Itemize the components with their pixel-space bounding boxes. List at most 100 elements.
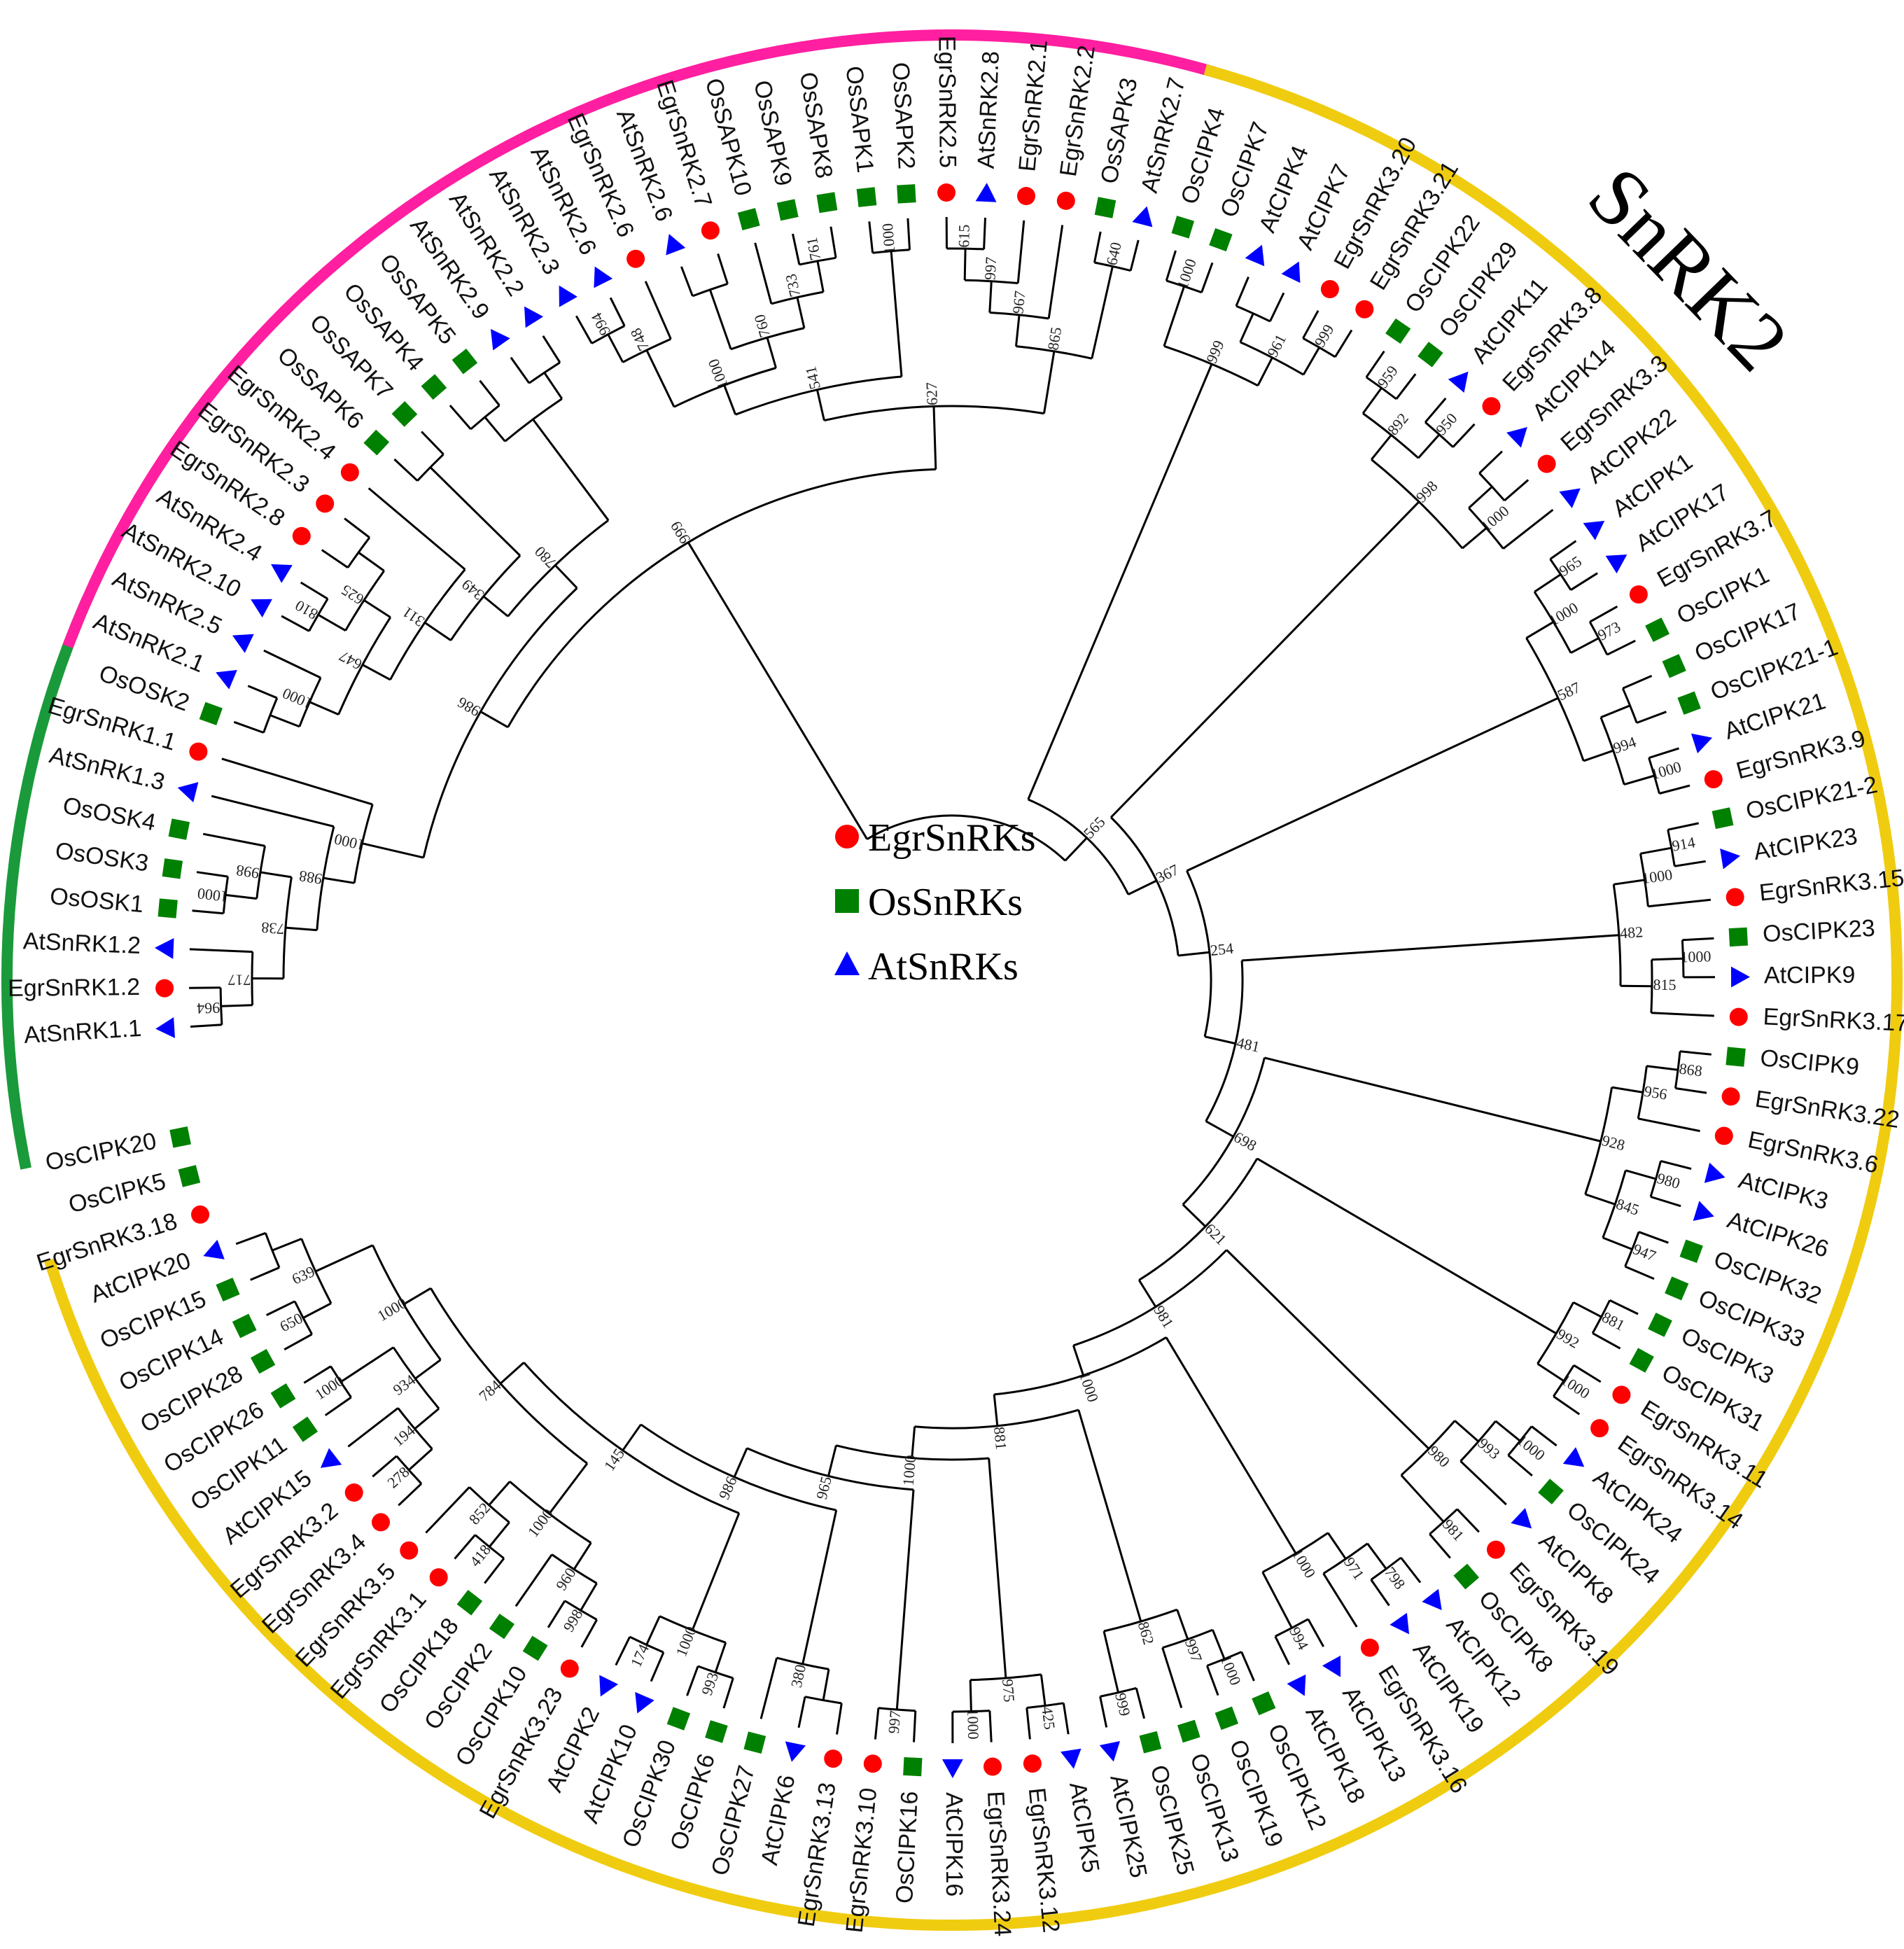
clade-label-snrk1: SnRK1 (793, 0, 1040, 14)
branch-line (1573, 1301, 1602, 1318)
branch-arc (1103, 1608, 1178, 1633)
branch-line (225, 893, 257, 900)
branch-line (1504, 479, 1530, 502)
triangle-marker-icon (666, 234, 686, 256)
branch-arc (1072, 1249, 1228, 1347)
branch-line (802, 1509, 838, 1665)
leaf-label: OsSAPK8 (794, 70, 838, 180)
branch-line (425, 1486, 470, 1534)
branch-line (499, 1362, 525, 1385)
branch-line (449, 405, 472, 430)
triangle-marker-icon (785, 1741, 806, 1762)
branch-line (479, 711, 509, 729)
circle-marker-icon (1714, 1126, 1733, 1145)
branch-line (324, 1396, 352, 1416)
square-marker-icon (1177, 1719, 1200, 1743)
branch-line (830, 226, 837, 258)
branch-arc (1612, 884, 1622, 986)
branch-line (1667, 822, 1700, 831)
branch-line (1570, 637, 1600, 654)
branch-line (284, 1333, 313, 1351)
branch-line (1043, 351, 1056, 414)
branch-arc (1549, 558, 1572, 591)
legend-label-egr: EgrSnRKs (868, 816, 1036, 860)
branch-line (407, 1448, 433, 1472)
branch-line (192, 909, 224, 915)
branch-line (1370, 1579, 1390, 1607)
branch-line (303, 1365, 332, 1384)
bootstrap-label: 733 (782, 272, 804, 299)
branch-line (645, 349, 676, 407)
triangle-marker-icon (1060, 1748, 1082, 1769)
branch-line (270, 714, 300, 728)
branch-line (1674, 860, 1706, 867)
circle-marker-icon (1629, 585, 1648, 604)
branch-line (323, 876, 355, 884)
branch-arc (735, 375, 902, 416)
branch-line (1176, 1609, 1189, 1640)
branch-line (906, 218, 911, 250)
branch-line (969, 1679, 972, 1712)
bootstrap-label: 1000 (1289, 1546, 1320, 1581)
circle-marker-icon (1721, 1087, 1740, 1106)
triangle-marker-icon (1287, 1674, 1306, 1696)
circle-marker-icon (1704, 770, 1723, 789)
branch-line (723, 384, 737, 415)
branch-line (1531, 1425, 1558, 1447)
branch-line (1047, 225, 1064, 319)
branch-arc (1206, 1651, 1242, 1667)
branch-line (1573, 1364, 1602, 1383)
branch-line (221, 757, 373, 806)
leaf-label: AtSnRK1.3 (47, 741, 167, 795)
square-marker-icon (1538, 1479, 1564, 1504)
branch-line (1650, 1196, 1681, 1208)
branch-arc (1262, 1532, 1329, 1574)
branch-line (309, 701, 340, 715)
branch-line (1099, 1696, 1108, 1728)
triangle-marker-icon (594, 266, 613, 288)
branch-line (1659, 784, 1690, 795)
leaf-label: EgrSnRK3.22 (1754, 1086, 1901, 1133)
branch-line (344, 517, 370, 538)
branch-arc (1370, 1556, 1402, 1581)
branch-arc (523, 1362, 740, 1514)
triangle-marker-icon (177, 782, 199, 803)
branch-line (484, 416, 506, 442)
triangle-marker-icon (1245, 244, 1265, 267)
bootstrap-label: 975 (999, 1678, 1018, 1703)
leaf-label: OsSAPK9 (748, 78, 797, 188)
square-marker-icon (489, 1614, 514, 1640)
circle-marker-icon (626, 249, 645, 268)
branch-arc (1624, 1231, 1640, 1267)
square-marker-icon (451, 348, 478, 375)
leaf-label: AtCIPK3 (1736, 1167, 1831, 1215)
leaf-label: OsOSK4 (61, 792, 158, 836)
branch-line (792, 233, 801, 265)
branch-arc (1525, 637, 1585, 762)
bootstrap-label: 845 (1614, 1195, 1642, 1219)
triangle-marker-icon (320, 1448, 342, 1468)
branch-line (1163, 286, 1186, 347)
branch-line (1648, 747, 1679, 760)
branch-arc (629, 1635, 664, 1654)
leaf-label: AtCIPK6 (756, 1773, 800, 1867)
bootstrap-label: 1000 (1173, 256, 1200, 291)
bootstrap-label: 1000 (280, 685, 315, 713)
square-marker-icon (522, 1635, 548, 1661)
branch-line (988, 1710, 993, 1742)
bootstrap-label: 881 (990, 1426, 1010, 1451)
branch-line (708, 289, 732, 350)
branch-line (722, 1677, 734, 1709)
branch-line (1400, 1557, 1422, 1584)
branch-line (1534, 573, 1562, 593)
branch-line (1235, 277, 1250, 307)
square-marker-icon (1665, 1276, 1689, 1301)
triangle-marker-icon (1559, 488, 1581, 508)
square-marker-icon (1385, 318, 1411, 344)
branch-line (874, 1707, 880, 1740)
branch-line (816, 260, 825, 293)
bootstrap-label: 784 (475, 1376, 504, 1405)
branch-line (1583, 749, 1614, 762)
branch-line (1165, 250, 1177, 281)
